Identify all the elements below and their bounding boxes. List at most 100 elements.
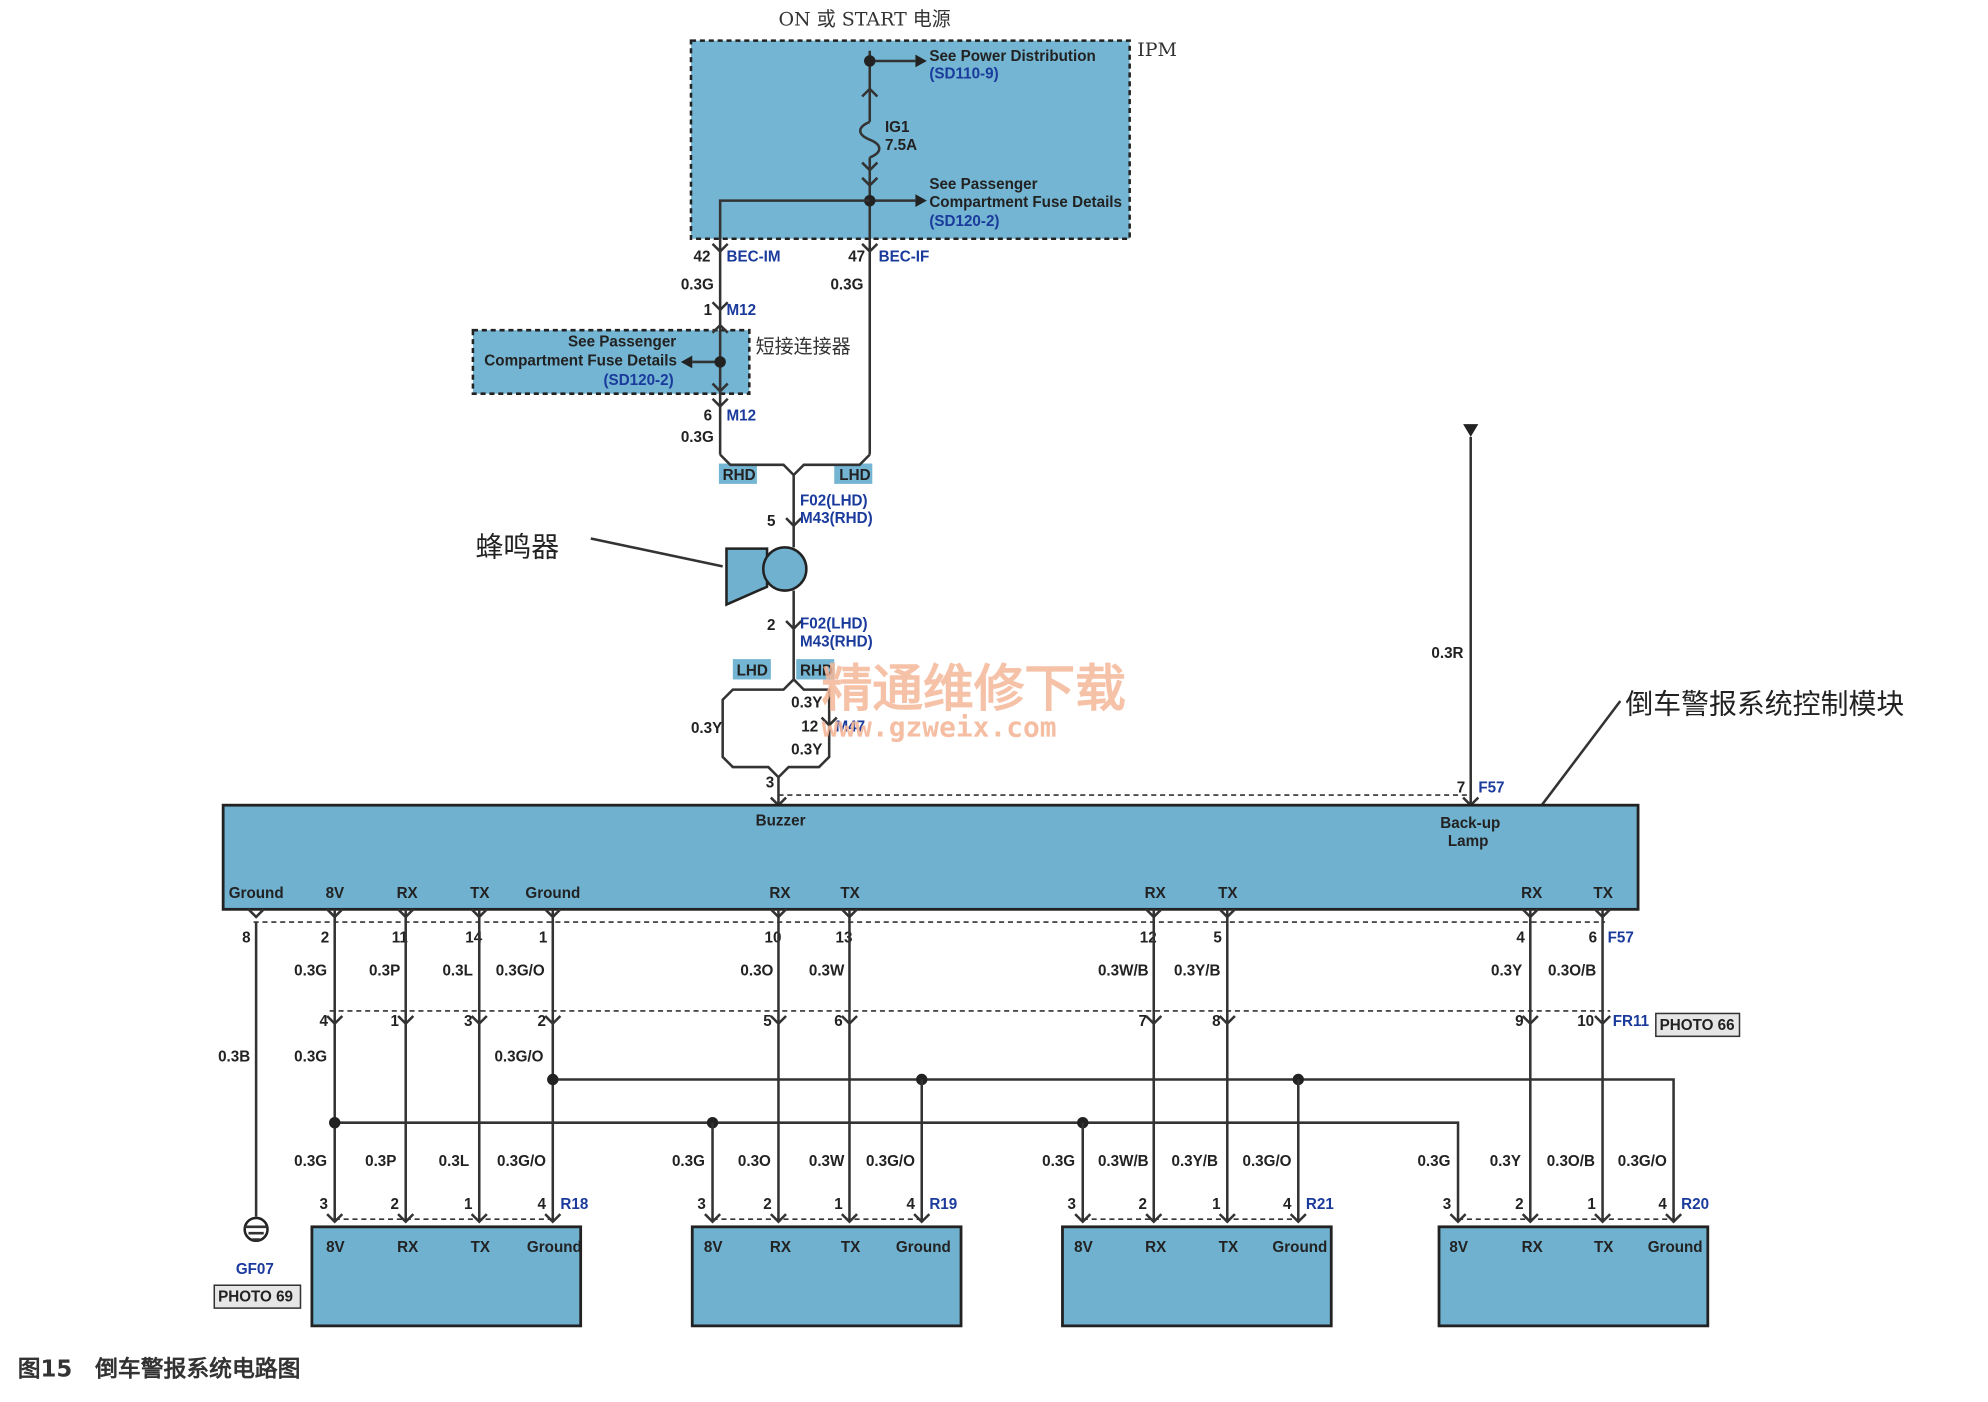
sensor-pin-number: 4 (1283, 1196, 1292, 1213)
fr11-pin-5: 6 (834, 1013, 842, 1030)
buzzer-pin-5: 5 (767, 513, 776, 530)
sensor-box (310, 1225, 583, 1328)
ipm-bottom-note-2: Compartment Fuse Details (929, 194, 1122, 211)
sensor-pin-number: 3 (1068, 1196, 1076, 1213)
wire-label-0-3g-right: 0.3G (830, 277, 863, 294)
sensor-conn-r18: R18 (560, 1196, 588, 1213)
sensor-box (1437, 1225, 1710, 1328)
short-connector-label: 短接连接器 (756, 336, 851, 358)
sensor-wire-label: 0.3G (1042, 1153, 1075, 1170)
module-pin-label-2: RX (397, 885, 419, 902)
buzzer-label: 蜂鸣器 (475, 530, 559, 563)
short-conn-ref: (SD120-2) (604, 372, 674, 389)
tag-rhd-bg (718, 463, 757, 484)
sensor-pin-label: 8V (326, 1239, 345, 1256)
sensor-pin-number: 3 (320, 1196, 328, 1213)
sensor-r21: 0.3G38V0.3W/B2RX0.3Y/B1TX0.3G/O4GroundR2… (1042, 1153, 1334, 1328)
wire-label-0-3g-8v: 0.3G (294, 1049, 327, 1066)
watermark-url: www.gzweix.com (822, 711, 1057, 744)
sensor-wire-label: 0.3Y (1490, 1153, 1521, 1170)
sensor-pin-label: Ground (1648, 1239, 1703, 1256)
module-pin-label-0: Ground (229, 885, 284, 902)
sensor-conn-r20: R20 (1681, 1196, 1709, 1213)
sensor-wire-label: 0.3W/B (1098, 1153, 1149, 1170)
tag-lhd2-bg (732, 659, 771, 680)
sensor-pin-label: TX (471, 1239, 491, 1256)
sensor-pin-label: 8V (1074, 1239, 1093, 1256)
wire-label-0-3y-rhd-bottom: 0.3Y (791, 741, 822, 758)
sensor-pin-label: Ground (1272, 1239, 1327, 1256)
module-pin-label-4: Ground (525, 885, 580, 902)
tag-lhd: LHD (839, 467, 870, 484)
conn-m47: M47 (836, 719, 866, 736)
module-backup-2: Lamp (1448, 833, 1489, 850)
module-pin-label-9: RX (1521, 885, 1543, 902)
sensor-wire-label: 0.3G/O (1618, 1153, 1667, 1170)
sensor-pin-number: 2 (1139, 1196, 1147, 1213)
module-pin-label-10: TX (1593, 885, 1613, 902)
ipm-box (689, 39, 1131, 241)
module-pin-number-8: 5 (1213, 929, 1222, 946)
sensor-wire-label: 0.3G/O (497, 1153, 546, 1170)
tag-rhd2-bg (796, 659, 835, 680)
fr11-pin-8: 9 (1515, 1013, 1523, 1030)
fr11-pin-3: 2 (538, 1013, 546, 1030)
sensor-pin-number: 1 (834, 1196, 843, 1213)
sensor-wire-label: 0.3O (738, 1153, 771, 1170)
module-pin-number-2: 11 (392, 929, 409, 946)
buzzer-pin-2: 2 (767, 617, 775, 634)
sensor-wire-label: 0.3Y/B (1171, 1153, 1217, 1170)
sensor-pin-label: 8V (704, 1239, 723, 1256)
buzzer-conn-bottom-1: F02(LHD) (800, 616, 868, 633)
mid-wire-label-8: 0.3Y (1491, 962, 1522, 979)
sensor-conn-r19: R19 (929, 1196, 957, 1213)
sensor-wire-label: 0.3G (1417, 1153, 1450, 1170)
conn-m12-bottom: M12 (726, 407, 756, 424)
module-pin-label-3: TX (470, 885, 490, 902)
module-pin-label-8: TX (1218, 885, 1238, 902)
arrow-down-icon (1463, 424, 1479, 437)
sensor-wire-label: 0.3W (809, 1153, 845, 1170)
m47-pin-12: 12 (801, 719, 818, 736)
sensor-wire-label: 0.3G (294, 1153, 327, 1170)
sensor-wire-label: 0.3G/O (1243, 1153, 1292, 1170)
wire-label-0-3r: 0.3R (1431, 645, 1463, 662)
sensor-pin-label: RX (397, 1239, 419, 1256)
conn-fr11: FR11 (1613, 1013, 1650, 1030)
tag-rhd2: RHD (800, 663, 833, 680)
photo-66: PHOTO 66 (1660, 1017, 1735, 1034)
sensor-wire-label: 0.3L (439, 1153, 469, 1170)
mid-wire-group: 0.3G 0.3P 0.3L 0.3G/O 0.3O 0.3W 0.3W/B 0.3Y/B 0.… (294, 909, 1604, 1222)
buzzer-conn-bottom-2: M43(RHD) (800, 633, 873, 650)
fuse-rating: 7.5A (885, 137, 917, 154)
wire-label-0-3g-left2: 0.3G (681, 429, 714, 446)
fr11-pin-4: 5 (763, 1013, 772, 1030)
wire-label-0-3go-main: 0.3G/O (494, 1049, 543, 1066)
module-buzzer-pin: Buzzer (756, 812, 806, 829)
sensor-pin-label: Ground (896, 1239, 951, 1256)
mid-wire-label-7: 0.3Y/B (1174, 962, 1220, 979)
mid-wire-label-2: 0.3L (442, 962, 472, 979)
sensor-pin-number: 4 (538, 1196, 547, 1213)
sensor-pin-label: RX (1145, 1239, 1167, 1256)
ipm-pin-42: 42 (694, 249, 711, 266)
ipm-bottom-ref: (SD120-2) (929, 213, 999, 230)
mid-wire-label-9: 0.3O/B (1548, 962, 1596, 979)
mid-wire-label-1: 0.3P (369, 962, 400, 979)
sensor-pin-label: 8V (1449, 1239, 1468, 1256)
sensor-pin-number: 1 (1212, 1196, 1221, 1213)
ipm-top-note: See Power Distribution (929, 48, 1095, 65)
photo-69-box (213, 1284, 302, 1309)
photo-69: PHOTO 69 (218, 1289, 293, 1306)
fr11-pin-2: 3 (464, 1013, 472, 1030)
power-source-label: ON 或 START 电源 (778, 8, 950, 30)
figure-caption: 图15 倒车警报系统电路图 (18, 1356, 301, 1383)
fr11-pin-1: 1 (391, 1013, 400, 1030)
ipm-bottom-note-1: See Passenger (929, 176, 1037, 193)
sensor-pin-number: 2 (763, 1196, 771, 1213)
module-pin-label-1: 8V (326, 885, 345, 902)
arrow-left-icon (680, 355, 693, 369)
